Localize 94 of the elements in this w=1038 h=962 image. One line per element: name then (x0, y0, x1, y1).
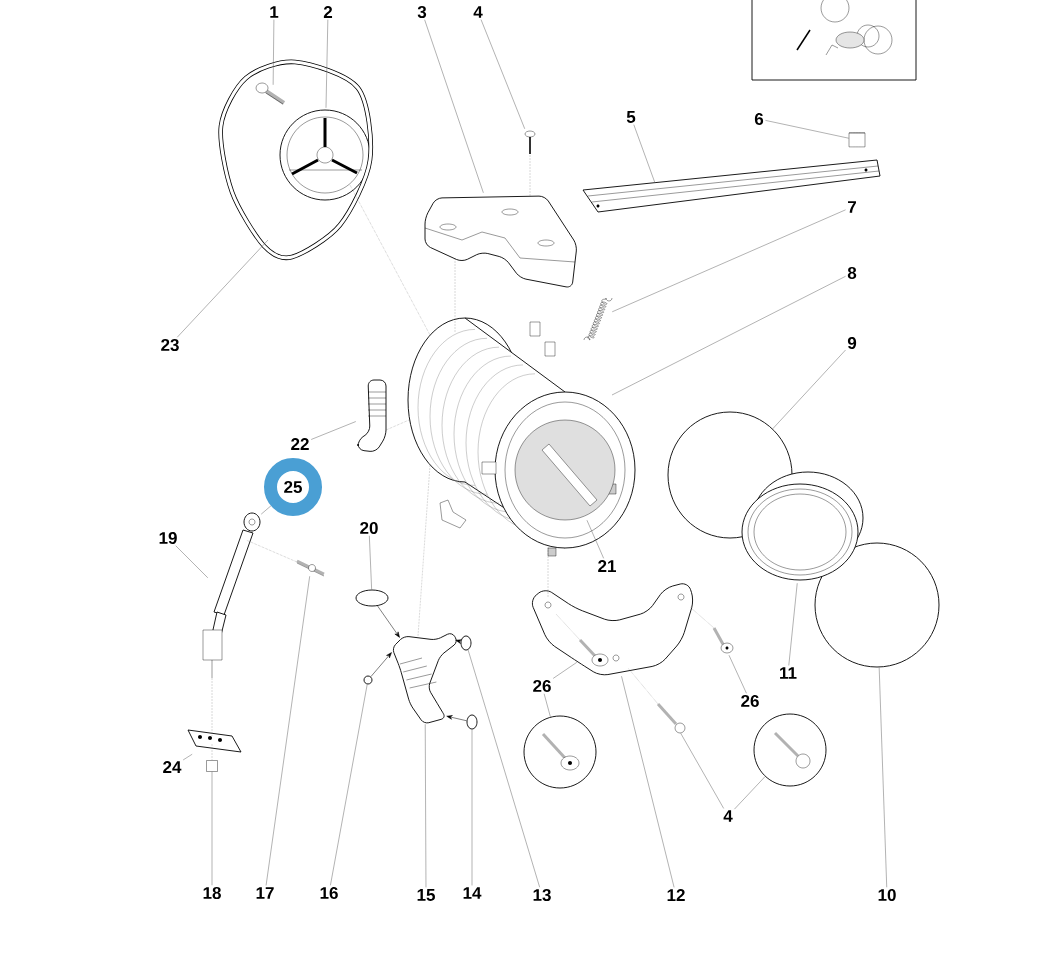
callout-number: 3 (417, 5, 427, 19)
callout-number: 4 (723, 810, 733, 822)
callout-number: 13 (533, 889, 551, 902)
bracket-drawing (531, 583, 694, 676)
leader-line (611, 209, 846, 313)
leader-line (467, 649, 540, 888)
drain-hose-drawing (392, 633, 457, 724)
leader-line (878, 667, 887, 888)
leader-line (480, 19, 525, 130)
drum-drawing (514, 419, 616, 521)
counterweight-drawing (424, 195, 577, 288)
leader-line (310, 421, 357, 440)
callout-number: 19 (159, 532, 177, 545)
callout-number: 21 (598, 560, 616, 572)
callout-number: 6 (754, 113, 764, 126)
o-ring (466, 714, 478, 730)
callout-number: 12 (667, 889, 685, 901)
assembly-line (349, 184, 431, 336)
callout-number: 16 (320, 887, 338, 900)
callout-number: 8 (847, 267, 857, 280)
leader-line (176, 239, 269, 338)
callout-badge: 25 (264, 458, 322, 516)
arrow (446, 715, 467, 721)
callout-number: 26 (741, 695, 759, 708)
leader-line (471, 729, 473, 886)
leader-line (543, 693, 551, 718)
leader-line (586, 519, 604, 559)
leader-line (621, 675, 675, 888)
leader-line (272, 19, 275, 86)
leader-line (260, 505, 272, 515)
callout-number: 1 (270, 6, 279, 18)
o-ring (460, 635, 472, 651)
callout-number: 5 (626, 111, 636, 123)
leader-line (424, 723, 427, 888)
screw-drawing (296, 559, 325, 577)
leader-line (369, 535, 372, 590)
arrow (370, 652, 392, 677)
leader-line (330, 684, 368, 886)
bushing-drawing (243, 512, 261, 532)
leader-line (772, 349, 846, 429)
drive-belt-drawing (218, 59, 373, 261)
detail-inset (523, 715, 597, 789)
door-seal-drawing (741, 471, 864, 581)
callout-number: 15 (417, 889, 435, 901)
seal-ring (363, 675, 373, 685)
leader-line (611, 276, 846, 396)
nut (206, 760, 218, 772)
leader-line (680, 732, 724, 809)
callout-number: 17 (256, 887, 274, 899)
cap (848, 132, 866, 148)
leader-line (211, 771, 213, 886)
leader-line (265, 575, 310, 886)
callout-number: 14 (463, 887, 482, 899)
screw-drawing (656, 703, 686, 734)
callout-number: 4 (473, 6, 483, 18)
mounting-plate-drawing (187, 729, 242, 753)
leader-line (175, 545, 209, 579)
arrow (377, 605, 400, 638)
leader-line (325, 19, 329, 109)
leader-line (552, 662, 578, 679)
leader-line (788, 582, 798, 666)
callout-number: 10 (878, 889, 896, 902)
elbow-hose-drawing (357, 379, 387, 452)
assembly-line (417, 464, 431, 637)
callout-number: 11 (780, 667, 797, 679)
leader-line (182, 753, 193, 761)
callout-number: 2 (323, 6, 333, 18)
callout-number: 24 (163, 761, 182, 773)
assembly-line (385, 419, 410, 431)
shock-absorber-drawing (202, 529, 254, 679)
callout-number: 7 (848, 201, 856, 213)
leader-line (765, 120, 850, 139)
bolt-drawing (255, 82, 286, 105)
callout-number: 23 (161, 338, 179, 352)
screw-drawing (712, 627, 734, 654)
leader-line (424, 19, 484, 194)
callout-number: 9 (847, 337, 857, 350)
ring-seal (814, 542, 940, 668)
pulley-drawing (279, 109, 371, 201)
detail-inset (753, 713, 827, 787)
assembly-line (547, 546, 549, 598)
leader-line (734, 776, 766, 810)
assembly-line (245, 539, 298, 563)
callout-number: 22 (291, 438, 309, 450)
rail-drawing (582, 159, 881, 213)
callout-number: 20 (360, 522, 378, 535)
spring-drawing (583, 297, 613, 341)
hose-clamp (355, 589, 389, 607)
leader-line (728, 654, 747, 694)
callout-number: 18 (203, 887, 221, 900)
screw-drawing (524, 130, 536, 155)
arrow (455, 639, 462, 644)
leader-line (633, 124, 656, 184)
callout-number: 26 (533, 680, 551, 693)
